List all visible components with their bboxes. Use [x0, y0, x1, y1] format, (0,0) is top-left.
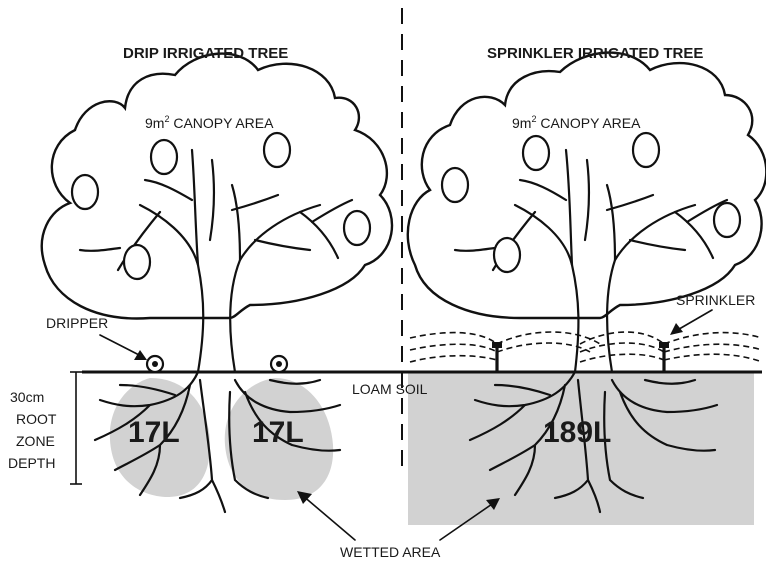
fruit-right-2 — [494, 238, 520, 272]
spray-arcs — [410, 332, 762, 362]
depth-label-line-4: DEPTH — [8, 455, 55, 471]
depth-label-line-3: ZONE — [16, 433, 55, 449]
fruit-right-5 — [714, 203, 740, 237]
fruit-right-1 — [442, 168, 468, 202]
sprinkler-arrow — [670, 310, 712, 335]
dripper-right — [271, 356, 287, 372]
right-title: SPRINKLER IRRIGATED TREE — [487, 45, 703, 62]
fruit-left-1 — [72, 175, 98, 209]
wetted-area-label: WETTED AREA — [340, 544, 441, 560]
left-title: DRIP IRRIGATED TREE — [123, 45, 288, 62]
left-canopy-label: 9m2 CANOPY AREA — [145, 114, 274, 131]
fruit-right-3 — [523, 136, 549, 170]
wetted-area-sprinkler — [408, 373, 754, 525]
volume-sprinkler: 189L — [543, 416, 611, 449]
fruit-left-4 — [264, 133, 290, 167]
soil-label: LOAM SOIL — [352, 381, 428, 397]
dripper-arrow — [100, 335, 147, 360]
dripper-left — [147, 356, 163, 372]
sprinkler-head-left — [492, 342, 502, 372]
fruit-left-3 — [151, 140, 177, 174]
fruit-left-5 — [344, 211, 370, 245]
wetted-arrow-left — [297, 491, 355, 540]
fruit-right-4 — [633, 133, 659, 167]
fruit-left-2 — [124, 245, 150, 279]
dripper-label: DRIPPER — [46, 315, 108, 331]
volume-drip-b: 17L — [252, 416, 304, 449]
right-canopy-label: 9m2 CANOPY AREA — [512, 114, 641, 131]
depth-bracket — [70, 372, 82, 484]
depth-label-line-1: 30cm — [10, 389, 44, 405]
sprinkler-head-right — [659, 342, 669, 372]
volume-drip-a: 17L — [128, 416, 180, 449]
depth-label-line-2: ROOT — [16, 411, 57, 427]
sprinkler-label: SPRINKLER — [676, 292, 755, 308]
